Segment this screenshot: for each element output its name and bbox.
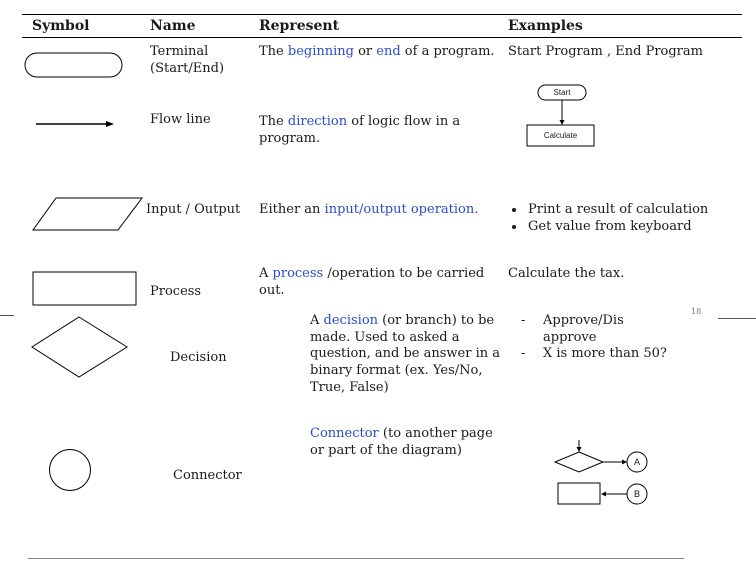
row-name-process: Process <box>150 284 202 299</box>
header-name: Name <box>150 18 196 34</box>
keyword-connector: Connector <box>310 426 379 441</box>
header-rule-bottom <box>22 37 742 38</box>
example-start-label: Start <box>553 88 571 97</box>
row-represent-connector: Connector (to another page or part of th… <box>310 426 493 458</box>
slide-marker-right <box>718 318 756 319</box>
row-examples-decision: Approve/Disapprove X is more than 50? <box>517 313 675 363</box>
row-name-decision: Decision <box>170 350 227 365</box>
row-represent-decision: A decision (or branch) to be made. Used … <box>310 313 501 395</box>
terminal-symbol <box>24 52 123 78</box>
keyword-direction: direction <box>287 114 348 129</box>
keyword-decision: decision <box>323 313 379 328</box>
flow-line-example-figure <box>526 84 595 147</box>
list-item: Print a result of calculation <box>526 202 756 219</box>
connector-label-a: A <box>633 457 640 467</box>
keyword-beginning: beginning <box>287 44 354 59</box>
row-represent-input-output: Either an input/output operation. <box>259 202 479 217</box>
flow-line-symbol <box>36 121 114 127</box>
example-calculate-label: Calculate <box>543 131 578 140</box>
process-symbol <box>32 271 137 306</box>
page-number: 18 <box>691 307 702 316</box>
header-examples: Examples <box>508 18 583 34</box>
connector-symbol <box>49 449 91 491</box>
keyword-process: process <box>272 266 324 281</box>
row-examples-terminal: Start Program , End Program <box>508 44 703 59</box>
list-item: X is more than 50? <box>517 346 675 363</box>
row-represent-process: A process /operation to be carried out. <box>259 266 485 298</box>
row-represent-terminal: The beginning or end of a program. <box>259 44 495 59</box>
row-represent-flow-line: The direction of logic flow in a program… <box>259 114 461 146</box>
decision-symbol <box>31 316 128 378</box>
row-examples-input-output: Print a result of calculation Get value … <box>510 202 756 235</box>
row-name-flow-line: Flow line <box>150 112 211 127</box>
list-item: Approve/Disapprove <box>517 313 675 346</box>
connector-example-figure <box>553 440 648 505</box>
slide-marker-left <box>0 315 14 316</box>
row-name-terminal: Terminal (Start/End) <box>150 44 225 76</box>
header-represent: Represent <box>259 18 340 34</box>
header-symbol: Symbol <box>32 18 90 34</box>
connector-label-b: B <box>633 489 640 499</box>
footer-rule <box>28 558 684 559</box>
row-examples-process: Calculate the tax. <box>508 266 625 281</box>
input-output-symbol <box>32 197 143 231</box>
header-rule-top <box>22 14 742 15</box>
row-name-input-output: Input / Output <box>146 202 241 217</box>
keyword-input-output: input/output operation. <box>324 202 479 217</box>
list-item: Get value from keyboard <box>526 219 756 236</box>
row-name-connector: Connector <box>173 468 242 483</box>
keyword-end: end <box>376 44 401 59</box>
